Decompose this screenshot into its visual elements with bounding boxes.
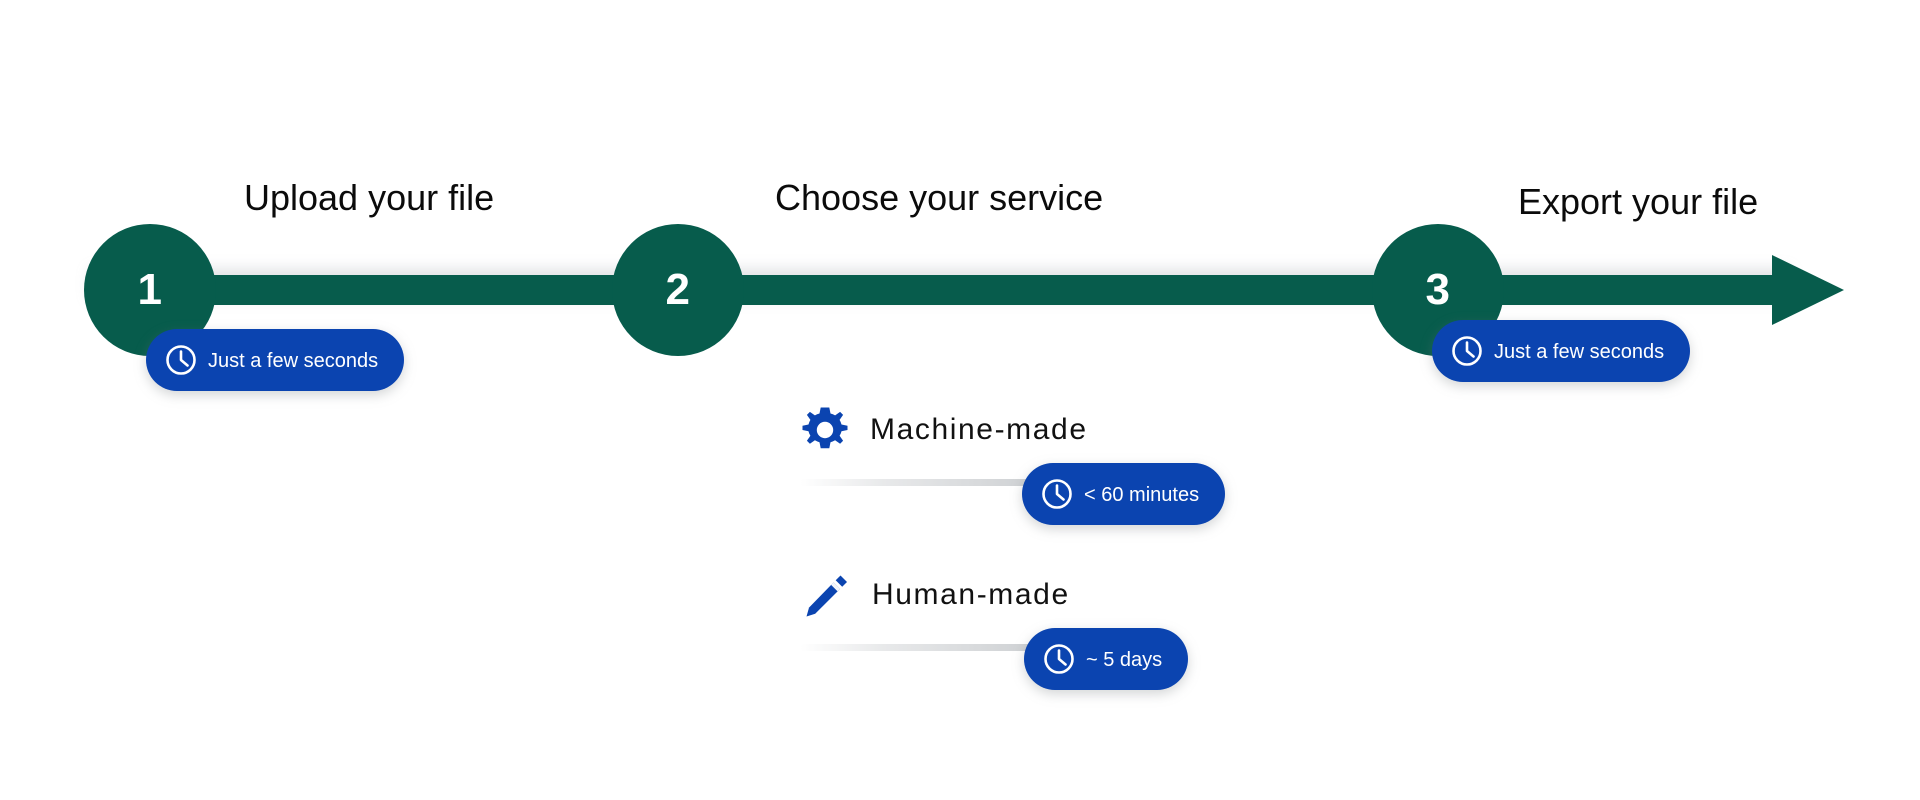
step-3-duration-label: Just a few seconds (1494, 340, 1665, 363)
machine-duration-trail (800, 479, 1040, 486)
step-1-heading: Upload your file (244, 177, 495, 218)
step-2-number: 2 (665, 265, 691, 314)
clock-icon (166, 345, 196, 375)
machine-duration-label: < 60 minutes (1084, 483, 1200, 506)
service-label-machine-made: Machine-made (870, 413, 1088, 446)
service-label-human-made: Human-made (872, 578, 1070, 611)
step-3-duration-badge: Just a few seconds (1432, 320, 1691, 382)
human-duration-label: ~ 5 days (1086, 648, 1163, 671)
arrow-right-icon (1772, 255, 1844, 325)
service-option-machine-made[interactable]: Machine-made (800, 405, 1088, 455)
step-3-heading: Export your file (1518, 181, 1759, 222)
step-1-number: 1 (137, 265, 163, 314)
clock-icon (1044, 644, 1074, 674)
clock-icon (1042, 479, 1072, 509)
service-option-human-made[interactable]: Human-made (802, 570, 1070, 620)
timeline-arrow-shaft (90, 275, 1790, 305)
step-2-circle[interactable]: 2 (612, 224, 744, 356)
machine-duration-badge: < 60 minutes (1022, 463, 1226, 525)
pencil-icon (806, 575, 847, 617)
human-duration-badge: ~ 5 days (1024, 628, 1189, 690)
step-2-heading: Choose your service (775, 177, 1104, 218)
step-3-number: 3 (1425, 265, 1451, 314)
step-1-duration-badge: Just a few seconds (146, 329, 405, 391)
gear-icon (802, 407, 848, 449)
step-1-circle[interactable]: 1 (84, 224, 216, 356)
step-1-duration-label: Just a few seconds (208, 349, 379, 372)
human-duration-trail (800, 644, 1040, 651)
clock-icon (1452, 336, 1482, 366)
